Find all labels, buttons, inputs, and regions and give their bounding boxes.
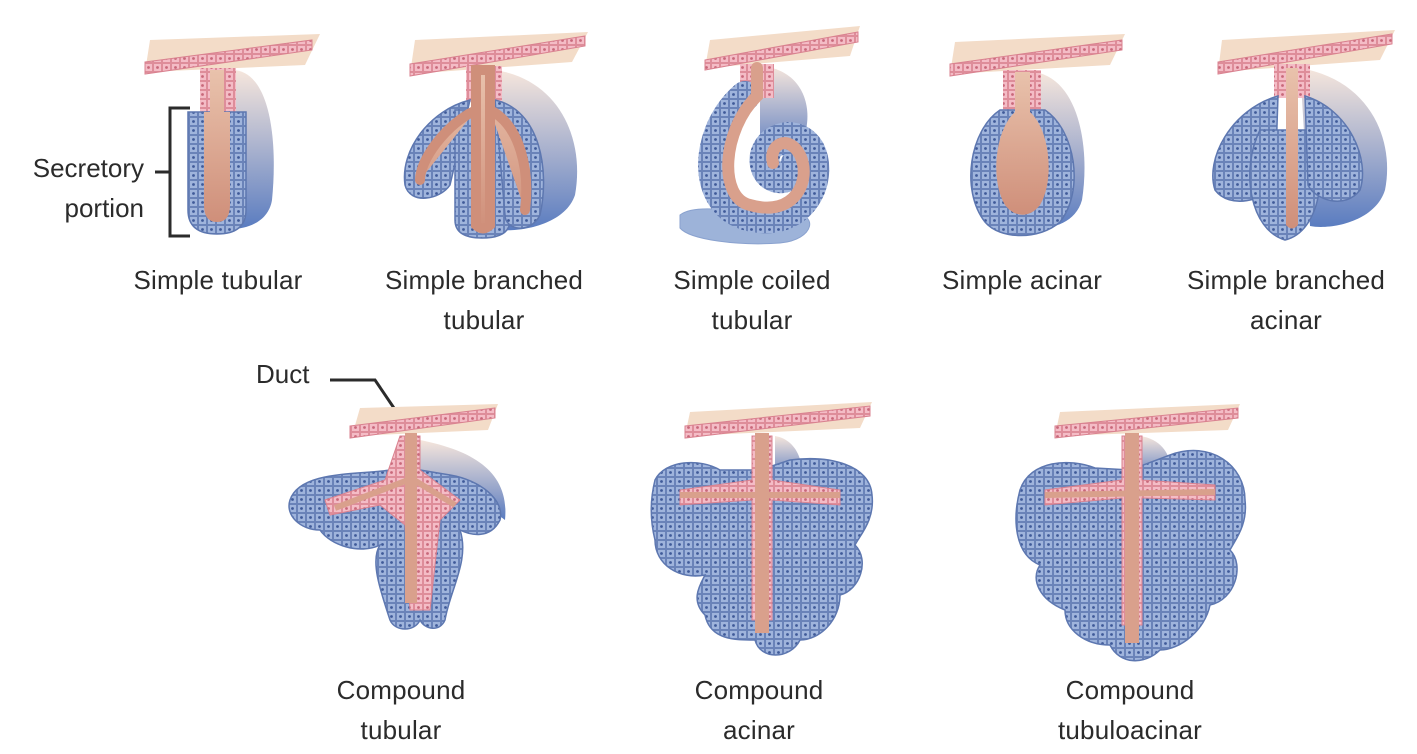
surface-epithelium (684, 405, 871, 439)
secretory-label-line1: Secretory (32, 153, 144, 183)
lumen (1044, 433, 1216, 643)
gland-label-line1: Compound (336, 675, 466, 705)
gland-label-simple-acinar: Simple acinar (902, 260, 1142, 300)
compound-tubular-figure (288, 404, 506, 630)
surface-epithelium (1054, 407, 1239, 439)
gland-label-line2: tubular (443, 305, 525, 335)
gland-label-simple-coiled-tubular: Simple coiled tubular (632, 260, 872, 340)
secretory-bracket (155, 106, 190, 238)
gland-label-line1: Simple acinar (941, 265, 1103, 295)
secretory-label-line2: portion (64, 193, 145, 223)
lumen (1286, 68, 1298, 229)
gland-label-line2: acinar (1249, 305, 1322, 335)
gland-label-line2: acinar (722, 715, 795, 745)
compound-tubuloacinar-figure (1015, 404, 1247, 662)
gland-label-line2: tubuloacinar (1057, 715, 1203, 745)
simple-coiled-tubular-figure (679, 26, 860, 245)
acinus-right (1304, 94, 1364, 202)
compound-acinar-figure (650, 402, 874, 656)
simple-tubular-figure (144, 34, 320, 235)
ducts-pink (324, 435, 461, 611)
gland-label-compound-acinar: Compound acinar (639, 670, 879, 750)
gland-label-line1: Simple branched (1186, 265, 1386, 295)
lumen (996, 72, 1049, 215)
lumen (204, 70, 230, 222)
surface-epithelium (704, 31, 859, 71)
gland-label-line1: Simple branched (384, 265, 584, 295)
surface-epithelium (949, 39, 1123, 77)
simple-branched-acinar-figure (1212, 30, 1395, 241)
lumen (680, 433, 840, 633)
lumen (333, 433, 457, 603)
gland-label-simple-branched-acinar: Simple branched acinar (1166, 260, 1406, 340)
simple-acinar-figure (949, 34, 1125, 237)
secretory-portion-label: Secretory portion (0, 148, 144, 228)
gland-label-compound-tubuloacinar: Compound tubuloacinar (1010, 670, 1250, 750)
lumen (722, 62, 810, 214)
gland-label-line1: Compound (694, 675, 824, 705)
duct-label: Duct (256, 359, 310, 389)
gland-label-simple-tubular: Simple tubular (98, 260, 338, 300)
simple-branched-tubular-figure (403, 32, 588, 239)
gland-label-line2: tubular (360, 715, 442, 745)
surface-epithelium (349, 407, 496, 439)
coil-tube (698, 81, 830, 234)
surface-epithelium (1217, 33, 1393, 75)
gland-label-line1: Simple tubular (133, 265, 303, 295)
surface-epithelium (409, 35, 586, 77)
gland-label-line1: Simple coiled (673, 265, 831, 295)
gland-label-compound-tubular: Compound tubular (281, 670, 521, 750)
gland-label-line2: tubular (711, 305, 793, 335)
lumen (415, 65, 532, 234)
gland-label-simple-branched-tubular: Simple branched tubular (364, 260, 604, 340)
gland-label-line1: Compound (1065, 675, 1195, 705)
surface-epithelium (144, 39, 313, 75)
